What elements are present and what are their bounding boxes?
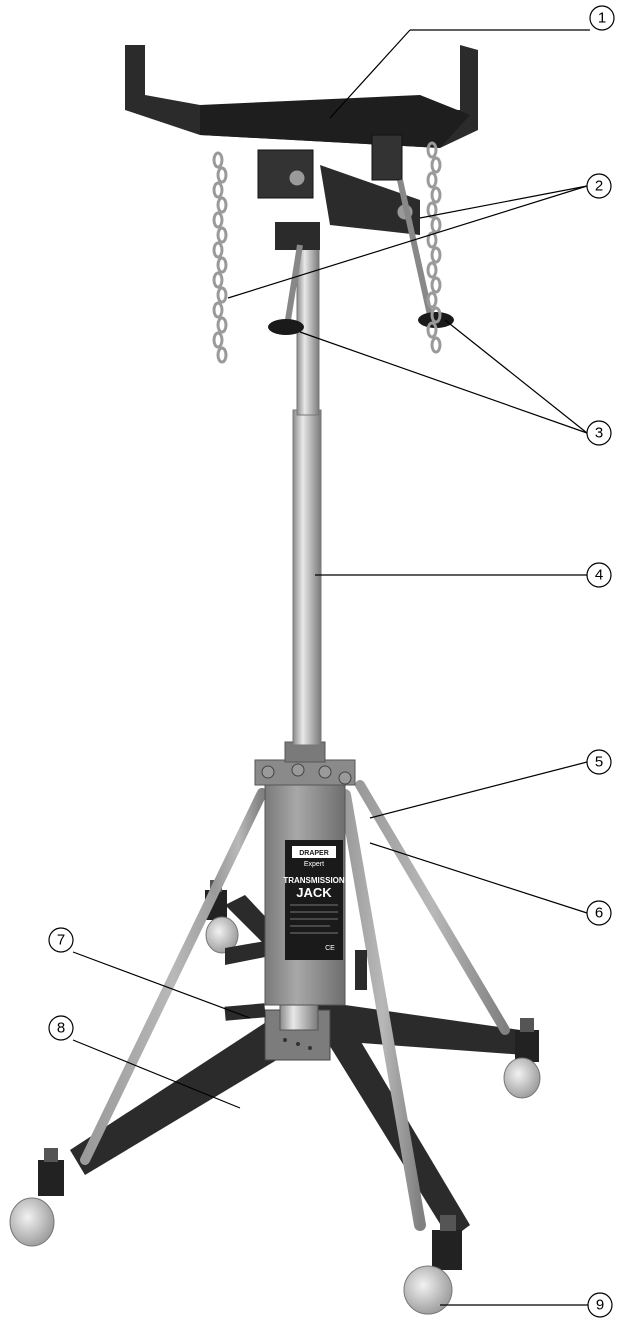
label-brand: DRAPER — [299, 850, 329, 857]
leader-2b — [227, 185, 588, 299]
leader-1b — [329, 29, 411, 119]
callout-8-label: 8 — [57, 1020, 65, 1037]
label-sub-brand: Expert — [304, 861, 324, 868]
callout-2-label: 2 — [595, 178, 603, 195]
caster-wheel-right — [503, 1018, 541, 1099]
saddle-head — [125, 45, 478, 335]
callout-4-label: 4 — [595, 567, 603, 584]
callout-8: 8 — [48, 1015, 74, 1041]
label-line1: TRANSMISSION — [283, 876, 345, 885]
callout-7-label: 7 — [57, 932, 65, 949]
caster-wheel-left — [9, 1148, 64, 1247]
telescopic-ram — [292, 244, 322, 746]
callout-3: 3 — [586, 420, 612, 446]
callout-9: 9 — [587, 1292, 613, 1318]
leader-2a — [419, 185, 588, 219]
callout-1: 1 — [589, 5, 615, 31]
callout-5-label: 5 — [595, 754, 603, 771]
callout-7: 7 — [48, 927, 74, 953]
label-line2: JACK — [296, 885, 332, 900]
callout-6-label: 6 — [595, 905, 603, 922]
leader-5 — [369, 761, 588, 819]
leader-3a — [299, 331, 588, 434]
safety-chain-right — [426, 141, 442, 354]
product-label: DRAPER Expert TRANSMISSION JACK CE — [283, 840, 345, 960]
callout-1-label: 1 — [598, 10, 606, 27]
callout-4: 4 — [586, 562, 612, 588]
leader-lines — [72, 29, 590, 1306]
safety-chain-left — [212, 151, 228, 364]
leader-8 — [72, 1039, 241, 1109]
leader-3b — [444, 319, 588, 434]
callout-2: 2 — [586, 173, 612, 199]
leader-6 — [369, 842, 588, 914]
callout-3-label: 3 — [595, 425, 603, 442]
callout-5: 5 — [586, 749, 612, 775]
callout-9-label: 9 — [596, 1297, 604, 1314]
caster-wheel-front — [403, 1215, 462, 1315]
leader-7 — [72, 951, 251, 1019]
label-ce-mark: CE — [325, 945, 335, 952]
legs — [80, 780, 510, 1231]
callout-6: 6 — [586, 900, 612, 926]
